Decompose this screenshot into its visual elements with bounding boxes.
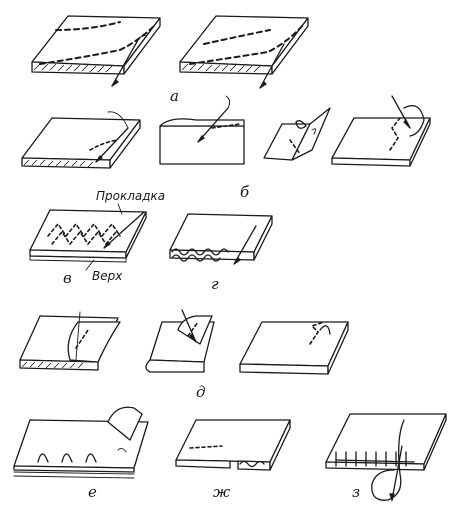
figure-b-2	[159, 95, 245, 165]
figure-d-3	[239, 321, 349, 375]
figure-e	[13, 406, 149, 479]
figure-b-3	[263, 107, 331, 161]
figure-b-1	[21, 111, 141, 169]
label-b: б	[240, 183, 250, 201]
label-g: г	[211, 275, 219, 293]
figure-z	[325, 413, 447, 502]
label-z: з	[352, 483, 360, 501]
label-a: а	[170, 87, 179, 105]
callout-interlining: Прокладка	[96, 189, 165, 203]
label-d: д	[196, 383, 206, 401]
label-zh: ж	[213, 483, 230, 501]
figure-b-4	[331, 95, 431, 167]
figure-d-1	[19, 311, 121, 371]
figure-g	[169, 213, 273, 265]
figure-v	[29, 203, 147, 271]
label-v: в	[63, 269, 72, 287]
figure-a-left	[31, 15, 161, 87]
callout-top: Верх	[92, 269, 123, 283]
figure-a-right	[179, 15, 309, 89]
label-e: е	[88, 483, 97, 501]
figure-zh	[175, 419, 291, 471]
figure-d-2	[145, 309, 215, 373]
